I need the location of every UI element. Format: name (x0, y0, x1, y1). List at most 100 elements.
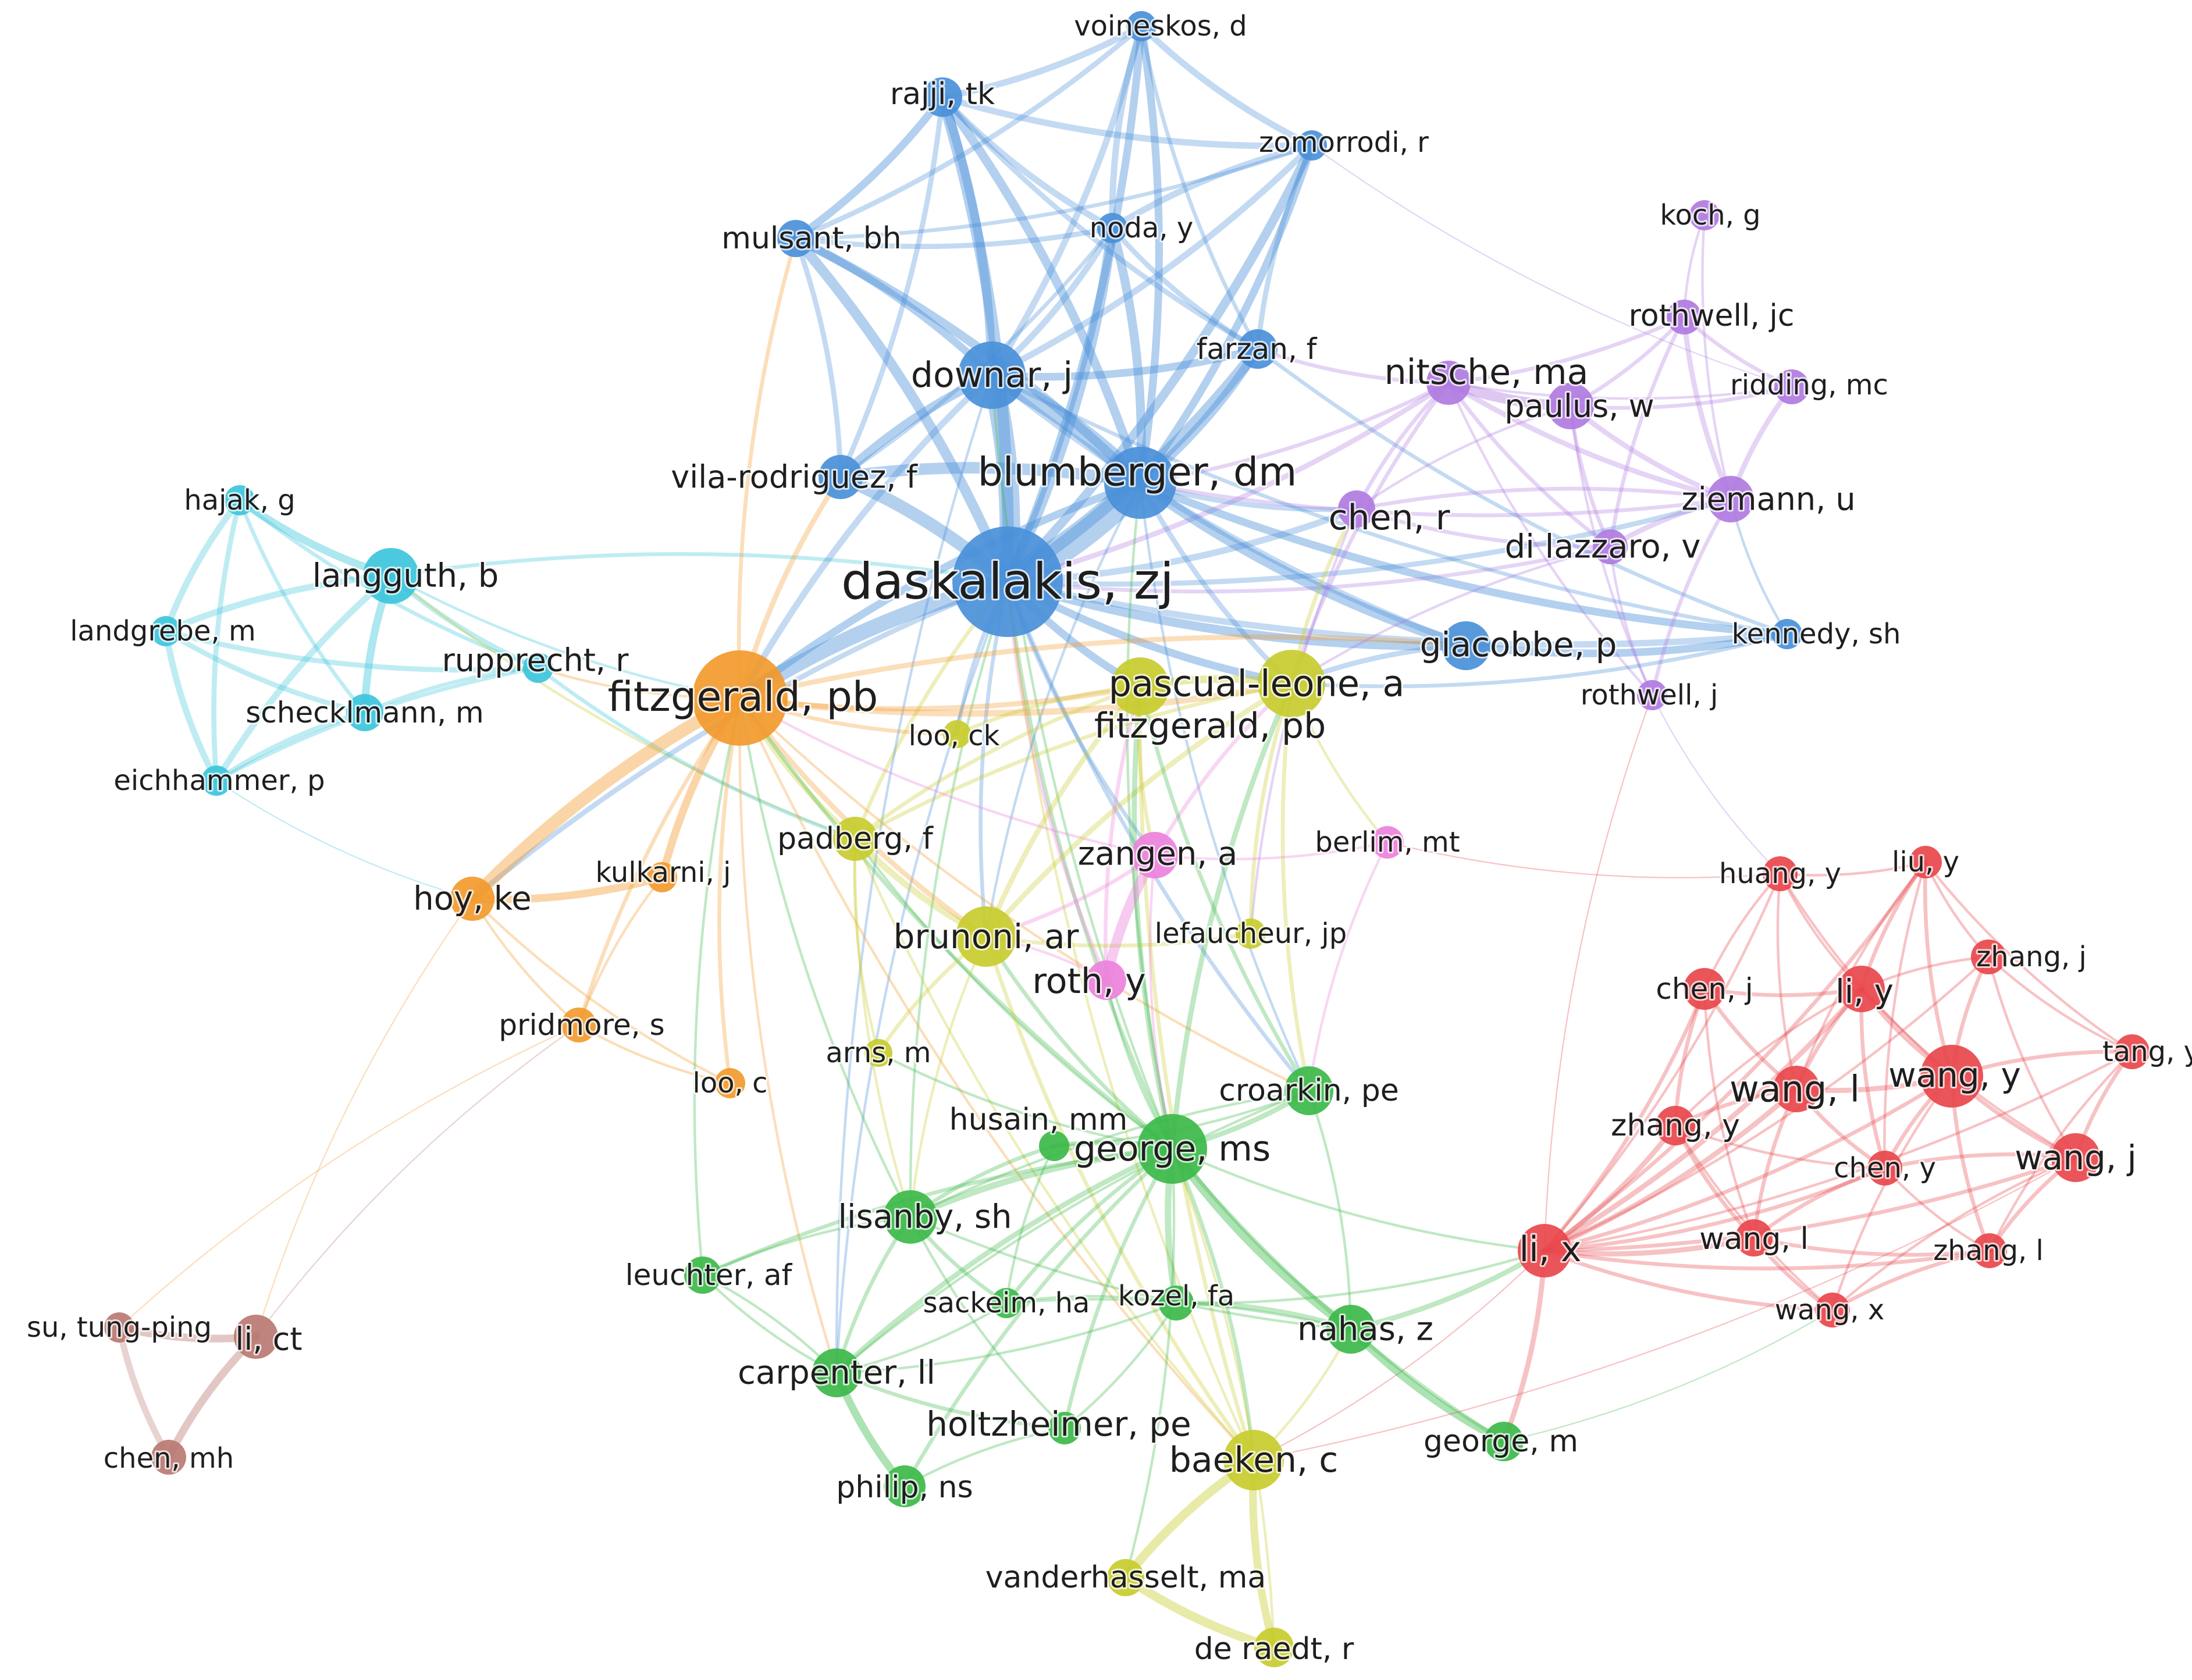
label-mulsant: mulsant, bh (721, 221, 901, 256)
edge-lix-zhangj (1543, 955, 1990, 1252)
label-lix: li, x (1520, 1229, 1582, 1270)
node-cheny[interactable] (1867, 1151, 1902, 1186)
node-holtzheimer[interactable] (1048, 1412, 1081, 1444)
node-hoy[interactable] (450, 877, 494, 921)
node-ridding[interactable] (1774, 369, 1809, 404)
node-padberg[interactable] (833, 817, 877, 861)
node-noda[interactable] (1097, 213, 1127, 243)
node-eichhammer[interactable] (201, 766, 232, 796)
node-chenj[interactable] (1684, 968, 1725, 1010)
label-nitsche: nitsche, ma (1385, 352, 1589, 393)
edge-nahas-lix (1348, 1248, 1547, 1332)
node-zomorrodi[interactable] (1297, 130, 1327, 161)
node-lix[interactable] (1518, 1224, 1571, 1277)
node-arns[interactable] (864, 1039, 892, 1067)
edge-fitzgeraldor-fitzgeraldye (737, 684, 1143, 711)
node-wangy[interactable] (1920, 1045, 1983, 1108)
node-rothwelljc[interactable] (1667, 300, 1702, 334)
edge-georgems-leuchter (700, 1147, 1175, 1277)
node-langguth[interactable] (363, 548, 419, 604)
node-baeken[interactable] (1223, 1430, 1284, 1490)
node-giacobbe[interactable] (1442, 621, 1490, 670)
edge-fitzgeraldye-georgems (1131, 684, 1175, 1152)
node-ziemann[interactable] (1707, 476, 1754, 522)
edge-vanderhasselt-deraedt (1121, 1573, 1279, 1652)
node-rothwellj[interactable] (1637, 680, 1667, 710)
edge-vilarodriguez-rajji (838, 94, 945, 480)
edge-rothwelljc-ziemann (1681, 314, 1734, 502)
node-voineskos[interactable] (1126, 11, 1157, 41)
node-wangx[interactable] (1815, 1293, 1850, 1327)
node-tang[interactable] (2115, 1034, 2150, 1069)
edge-huang-liuy (1778, 860, 1927, 877)
node-deraedt[interactable] (1254, 1628, 1294, 1667)
node-daskalakis[interactable] (952, 526, 1063, 637)
node-downar[interactable] (958, 341, 1026, 409)
edge-daskalakis-voineskos (1004, 22, 1145, 586)
node-blumberger[interactable] (1104, 447, 1176, 519)
node-hajak[interactable] (225, 485, 255, 515)
node-wangj[interactable] (2051, 1133, 2100, 1182)
node-pridmore[interactable] (561, 1008, 596, 1042)
edge-paulus-ridding (1568, 385, 1794, 410)
node-brunoni[interactable] (956, 906, 1016, 967)
node-farzan[interactable] (1238, 329, 1278, 369)
node-pascualleone[interactable] (1258, 650, 1325, 717)
node-fitzgeraldor[interactable] (692, 650, 788, 746)
node-georgems[interactable] (1137, 1114, 1207, 1184)
node-roth[interactable] (1087, 960, 1126, 1000)
edge-hoy-looc (471, 897, 732, 1085)
node-liy[interactable] (1838, 966, 1885, 1012)
node-zangen[interactable] (1131, 832, 1178, 878)
node-nahas[interactable] (1326, 1305, 1375, 1354)
edge-cheny-wangl2 (1752, 1166, 1887, 1240)
label-pridmore: pridmore, s (499, 1008, 664, 1042)
node-sutungping[interactable] (104, 1312, 134, 1343)
node-rupprecht[interactable] (523, 653, 553, 683)
node-looyck[interactable] (943, 720, 971, 748)
node-wangl1[interactable] (1773, 1066, 1820, 1112)
node-carpenter[interactable] (812, 1348, 861, 1397)
node-mulsant[interactable] (777, 220, 814, 257)
node-kennedy[interactable] (1772, 619, 1802, 649)
node-schecklmann[interactable] (346, 694, 383, 731)
node-looc[interactable] (715, 1068, 745, 1098)
node-landgrebe[interactable] (151, 616, 181, 646)
node-philip[interactable] (884, 1465, 926, 1507)
label-wangl2: wang, l (1699, 1222, 1809, 1257)
node-vilarodriguez[interactable] (819, 455, 863, 499)
node-croarkin[interactable] (1284, 1066, 1333, 1115)
node-zhangj[interactable] (1971, 939, 2006, 974)
node-lisanby[interactable] (884, 1190, 937, 1244)
node-zhangl[interactable] (1972, 1233, 2007, 1268)
node-kozel[interactable] (1159, 1286, 1194, 1320)
node-koch[interactable] (1689, 200, 1720, 230)
node-husain[interactable] (1039, 1131, 1069, 1161)
node-sackeim[interactable] (991, 1288, 1022, 1318)
node-chenr[interactable] (1338, 490, 1375, 528)
edge-eichhammer-hoy (215, 780, 474, 900)
node-berlim[interactable] (1371, 826, 1404, 859)
node-zhangy[interactable] (1656, 1106, 1695, 1145)
node-georgem[interactable] (1484, 1422, 1524, 1461)
node-chenmh[interactable] (151, 1440, 186, 1475)
node-huang[interactable] (1763, 856, 1798, 891)
node-kulkarni[interactable] (647, 862, 677, 892)
label-nahas: nahas, z (1297, 1311, 1433, 1348)
node-nitsche[interactable] (1426, 361, 1471, 405)
label-zhangj: zhang, j (1976, 941, 2087, 973)
edge-wangj-wangx (1831, 1156, 2077, 1312)
node-leuchter[interactable] (684, 1257, 721, 1294)
edge-blumberger-ziemann (1138, 480, 1733, 518)
node-paulus[interactable] (1547, 383, 1594, 429)
node-vanderhasselt[interactable] (1107, 1559, 1144, 1596)
label-zomorrodi: zomorrodi, r (1259, 126, 1429, 159)
node-lefaucheur[interactable] (1236, 919, 1266, 949)
node-lict[interactable] (234, 1315, 278, 1359)
node-wangl2[interactable] (1735, 1219, 1773, 1257)
node-rajji[interactable] (923, 77, 962, 117)
node-fitzgeraldye[interactable] (1111, 657, 1169, 716)
node-liuy[interactable] (1909, 846, 1942, 878)
node-dilazzaro[interactable] (1593, 529, 1628, 564)
